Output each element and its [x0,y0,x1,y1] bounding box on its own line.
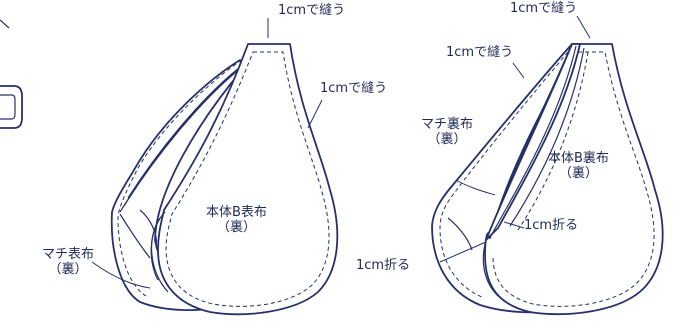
right-bag-figure [431,15,664,316]
right-body-label-line1: 本体B裏布 [548,151,609,166]
right-gusset-label-line1: マチ裏布 [421,117,474,132]
left-body-label-line1: 本体B表布 [206,205,267,220]
left-bag-figure [91,18,339,316]
right-sew-side-label: 1cmで縫う [446,45,514,60]
left-gusset [110,59,243,311]
strap-buckle-partial [0,19,23,129]
left-gusset-label-line2: （裏） [48,261,88,277]
right-folded-flap [485,43,581,241]
right-fold-label-1: 1cm折る [524,218,579,233]
left-body-panel [157,43,339,316]
right-gusset-label-line2: （裏） [427,131,467,147]
right-fold-label-2: 1cm折る [356,258,411,273]
left-body-label: 本体B表布 （裏） [206,205,267,236]
left-gusset-label: マチ表布 （裏） [42,247,95,278]
left-body-label-line2: （裏） [216,219,256,235]
right-body-label: 本体B裏布 （裏） [548,151,609,182]
right-gusset-label: マチ裏布 （裏） [421,117,474,148]
right-sew-top-label: 1cmで縫う [510,1,578,16]
left-sew-top-label: 1cmで縫う [278,3,346,18]
left-gusset-label-line1: マチ表布 [42,247,95,262]
right-body-label-line2: （裏） [558,165,598,181]
left-sew-side-label: 1cmで縫う [320,81,388,96]
